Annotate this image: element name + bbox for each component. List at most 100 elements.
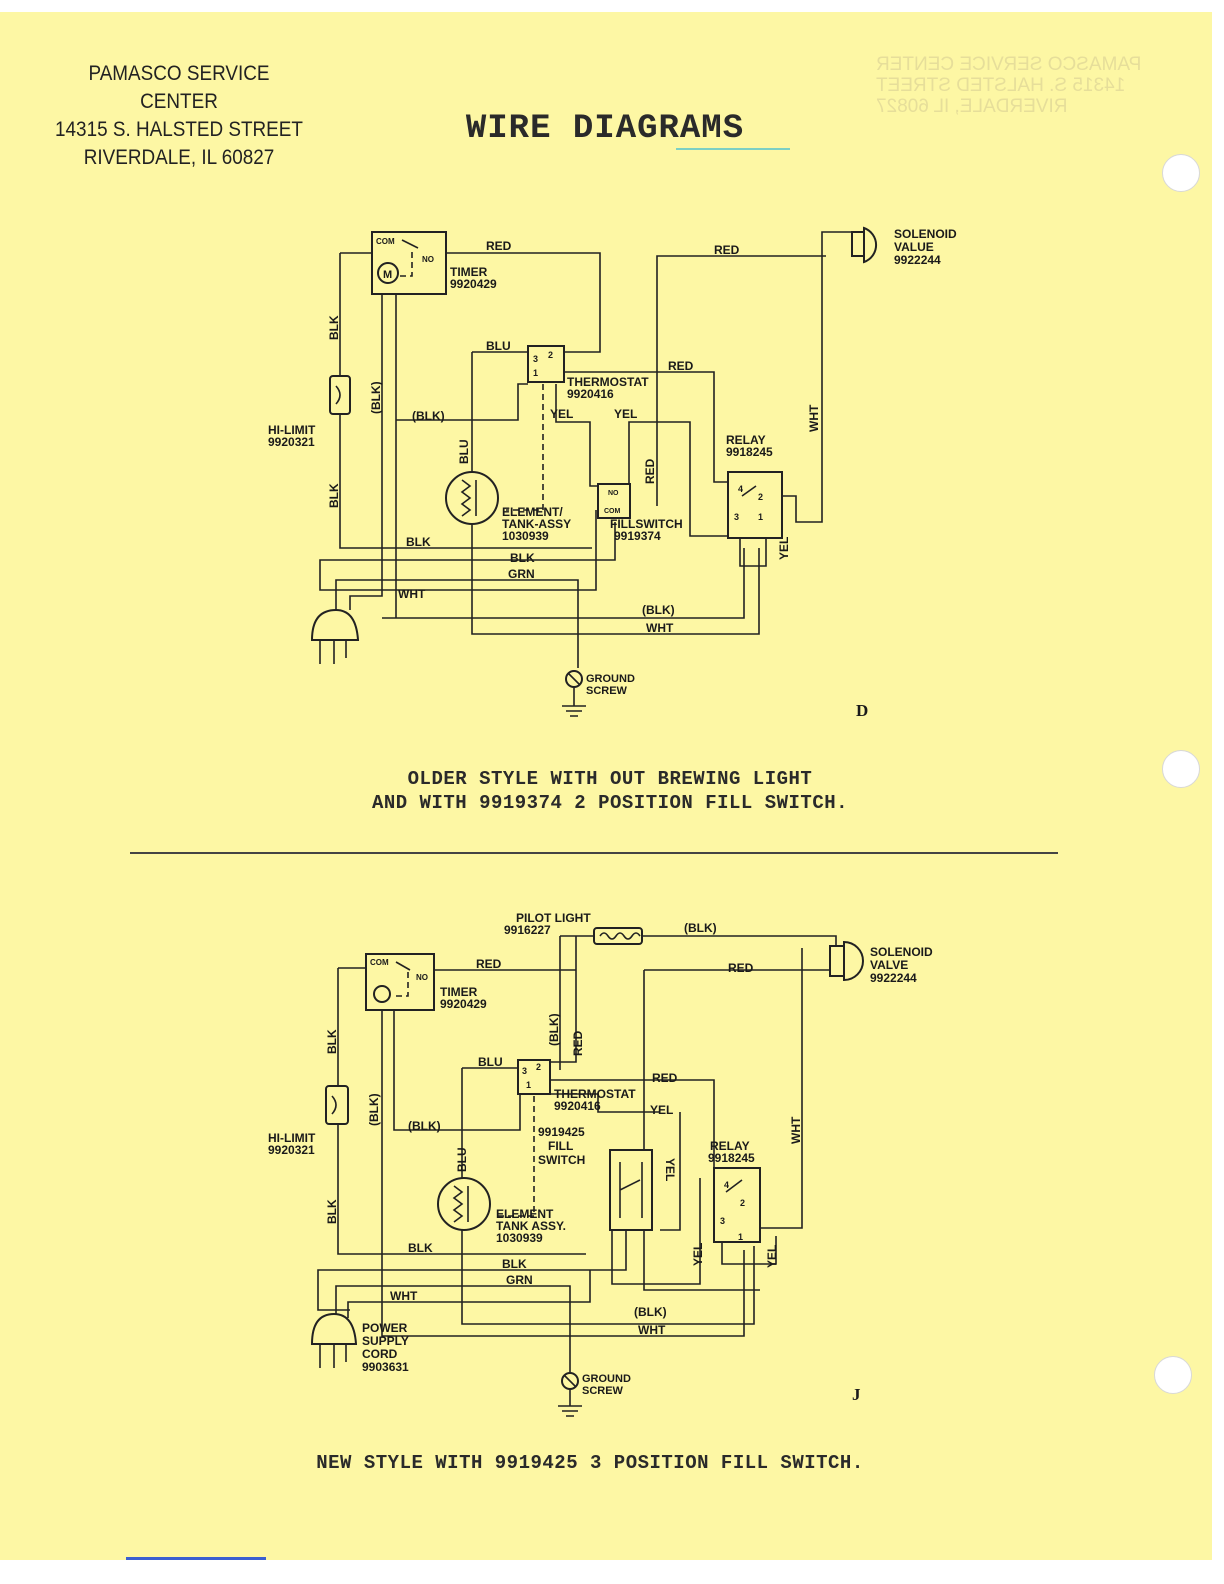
thermostat-label: THERMOSTAT	[567, 375, 649, 389]
timer-no-label: NO	[422, 255, 434, 264]
relay-label: RELAY	[726, 433, 766, 447]
diagram-j-letter: J	[852, 1385, 861, 1404]
solenoid-part: 9922244	[894, 253, 941, 267]
wire-label: (BLK)	[547, 1013, 561, 1046]
svg-text:3: 3	[522, 1066, 527, 1076]
element-part: 1030939	[496, 1231, 543, 1245]
wire-label: WHT	[646, 621, 674, 635]
svg-text:2: 2	[740, 1198, 745, 1208]
timer-motor-letter: M	[383, 269, 392, 281]
timer-com-label: COM	[376, 237, 395, 246]
solenoid-label-2: VALVE	[870, 958, 908, 972]
element-part: 1030939	[502, 529, 549, 543]
wire-label: RED	[652, 1071, 678, 1085]
binder-hole	[1162, 154, 1200, 192]
svg-text:3: 3	[533, 354, 538, 364]
diagram-d-letter: D	[856, 701, 868, 720]
timer-switch-icon	[401, 239, 419, 249]
element-label: ELEMENT/	[502, 505, 563, 519]
fill-switch-part: 9919374	[614, 529, 661, 543]
wire-label: RED	[643, 458, 657, 484]
fill-switch-label-2: SWITCH	[538, 1153, 585, 1167]
ground-label: GROUND	[586, 673, 635, 685]
svg-text:1: 1	[738, 1232, 743, 1242]
svg-text:2: 2	[536, 1062, 541, 1072]
timer-label: TIMER	[440, 985, 478, 999]
timer-label: TIMER	[450, 265, 488, 279]
wire-label: RED	[728, 961, 754, 975]
svg-text:4: 4	[724, 1180, 729, 1190]
pilot-part: 9916227	[504, 923, 551, 937]
thermostat-j	[517, 1059, 551, 1095]
power-plug-icon	[310, 1312, 358, 1368]
svg-text:1: 1	[758, 512, 763, 522]
ground-label-2: SCREW	[582, 1385, 624, 1397]
heating-element-icon	[452, 1185, 464, 1223]
wire-label: BLK	[325, 1199, 339, 1224]
hi-limit-label: HI-LIMIT	[268, 423, 316, 437]
fill-switch-j	[609, 1149, 653, 1231]
fill-switch-d	[597, 483, 631, 519]
wire-label: BLK	[510, 551, 535, 565]
solenoid-icon	[863, 226, 878, 264]
wire-label: BLK	[325, 1029, 339, 1054]
ground-screw-icon	[562, 670, 586, 717]
svg-text:2: 2	[548, 350, 553, 360]
wire-label: BLU	[478, 1055, 503, 1069]
timer-com-label: COM	[370, 958, 389, 967]
wire-label: YEL	[550, 407, 573, 421]
solenoid-d	[851, 231, 865, 257]
power-cord-part: 9903631	[362, 1360, 409, 1374]
ground-label-2: SCREW	[586, 685, 628, 697]
address-line-2: 14315 S. HALSTED STREET	[55, 118, 303, 141]
solenoid-icon	[843, 940, 864, 982]
relay-d	[727, 471, 783, 539]
wire-label: RED	[476, 957, 502, 971]
pilot-light-j	[593, 927, 643, 945]
timer-part: 9920429	[440, 997, 487, 1011]
svg-text:4: 4	[738, 484, 743, 494]
relay-part: 9918245	[708, 1151, 755, 1165]
relay-label: RELAY	[710, 1139, 750, 1153]
relay-part: 9918245	[726, 445, 773, 459]
service-center-address: PAMASCO SERVICE CENTER 14315 S. HALSTED …	[34, 60, 324, 172]
binder-hole	[1154, 1356, 1192, 1394]
wire-label: WHT	[638, 1323, 666, 1337]
wire-label: WHT	[789, 1116, 803, 1144]
address-line-3: RIVERDALE, IL 60827	[83, 146, 275, 169]
wire-label: YEL	[614, 407, 637, 421]
power-plug-icon	[310, 608, 360, 664]
svg-text:1: 1	[533, 368, 538, 378]
wire-label: BLU	[457, 439, 471, 464]
svg-text:3: 3	[720, 1216, 725, 1226]
timer-motor-icon	[373, 985, 391, 1003]
wire-label: WHT	[807, 404, 821, 432]
element-label: ELEMENT	[496, 1207, 554, 1221]
wire-label: YEL	[691, 1243, 705, 1266]
hi-limit-j	[325, 1085, 349, 1125]
wire-label: (BLK)	[642, 603, 675, 617]
page-title: WIRE DIAGRAMS	[465, 110, 745, 148]
wire-label: RED	[486, 239, 512, 253]
wire-label: GRN	[506, 1273, 533, 1287]
diagram-j: PILOT LIGHT 9916227 COM NO TIMER 9920429…	[268, 911, 933, 1417]
wire-label: YEL	[765, 1245, 779, 1268]
wire-label: BLK	[327, 315, 341, 340]
wire-label: (BLK)	[369, 381, 383, 414]
power-cord-label: POWER	[362, 1321, 408, 1335]
power-cord-label-2: SUPPLY	[362, 1334, 409, 1348]
element-tank-j	[437, 1177, 491, 1231]
fill-switch-label: FILL	[548, 1139, 573, 1153]
svg-text:3: 3	[734, 512, 739, 522]
section-divider	[130, 852, 1058, 854]
wire-label: BLK	[406, 535, 431, 549]
element-label-2: TANK ASSY.	[496, 1219, 566, 1233]
wire-label: BLK	[502, 1257, 527, 1271]
thermostat-part: 9920416	[567, 387, 614, 401]
thermostat-label: THERMOSTAT	[554, 1087, 636, 1101]
wire-label: GRN	[508, 567, 535, 581]
wire-label: YEL	[650, 1103, 673, 1117]
solenoid-label: SOLENOID	[870, 945, 933, 959]
pilot-label: PILOT LIGHT	[516, 911, 591, 925]
element-label-2: TANK-ASSY	[502, 517, 571, 531]
